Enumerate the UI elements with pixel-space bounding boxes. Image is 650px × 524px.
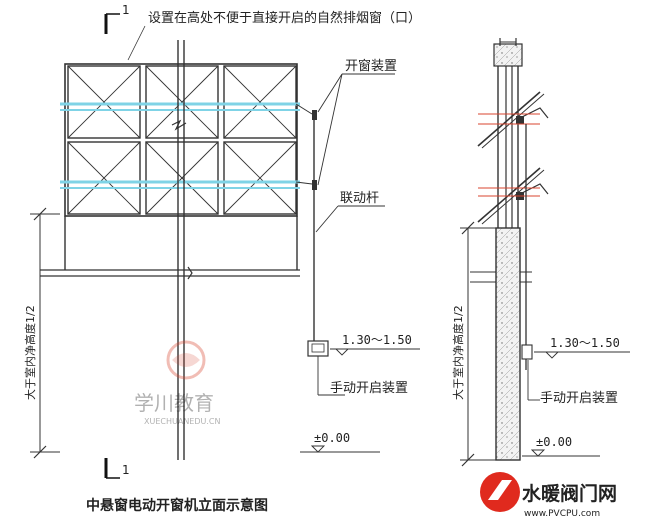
datum-left-text: ±0.00 bbox=[314, 431, 350, 445]
height-level-left: 1.30～1.50 bbox=[330, 333, 420, 356]
site-logo: 水暖阀门网 www.PVCPU.com bbox=[474, 468, 650, 524]
top-note: 设置在高处不便于直接开启的自然排烟窗（口） bbox=[148, 10, 421, 26]
section-mark-top-text: 1 bbox=[122, 3, 130, 17]
section-mark-bottom: 1 bbox=[104, 458, 130, 479]
pivot-highlight-bands bbox=[60, 102, 300, 189]
logo-url: www.PVCPU.com bbox=[524, 509, 600, 519]
caption: 中悬窗电动开窗机立面示意图 bbox=[86, 497, 268, 514]
opener-device-label: 开窗装置 bbox=[345, 58, 397, 74]
height-level-right: 1.30～1.50 bbox=[534, 336, 630, 359]
manual-device-left bbox=[307, 340, 329, 357]
right-section: 大于室内净高度1/2 1.30～1.50 手动开启装置 ±0.00 1 面 bbox=[451, 38, 630, 514]
section-mark-bottom-text: 1 bbox=[122, 463, 130, 477]
manual-device-left-label: 手动开启装置 bbox=[330, 381, 408, 396]
linkage-rod bbox=[295, 103, 317, 342]
logo-cn: 水暖阀门网 bbox=[522, 482, 617, 505]
section-mark-top: 1 bbox=[104, 3, 130, 34]
watermark-cn: 学川教育 bbox=[134, 391, 214, 415]
vertical-dimension-left: 大于室内净高度1/2 bbox=[23, 207, 60, 459]
datum-right-text: ±0.00 bbox=[536, 435, 572, 449]
watermark: 学川教育 XUECHUANEDU.CN bbox=[134, 340, 221, 426]
datum-right: ±0.00 bbox=[522, 435, 600, 457]
vertical-dimension-right: 大于室内净高度1/2 bbox=[451, 221, 496, 467]
height-range-right-text: 1.30～1.50 bbox=[550, 336, 620, 350]
datum-left: ±0.00 bbox=[300, 431, 380, 453]
linkage-rod-label: 联动杆 bbox=[340, 191, 379, 206]
vertical-dim-right-text: 大于室内净高度1/2 bbox=[451, 305, 465, 400]
manual-device-right-label: 手动开启装置 bbox=[540, 391, 618, 406]
watermark-en: XUECHUANEDU.CN bbox=[144, 417, 221, 426]
height-range-left-text: 1.30～1.50 bbox=[342, 333, 412, 347]
left-elevation: 1 bbox=[23, 3, 421, 479]
pivot-lines-right bbox=[478, 113, 540, 197]
vertical-dim-left-text: 大于室内净高度1/2 bbox=[23, 305, 37, 400]
